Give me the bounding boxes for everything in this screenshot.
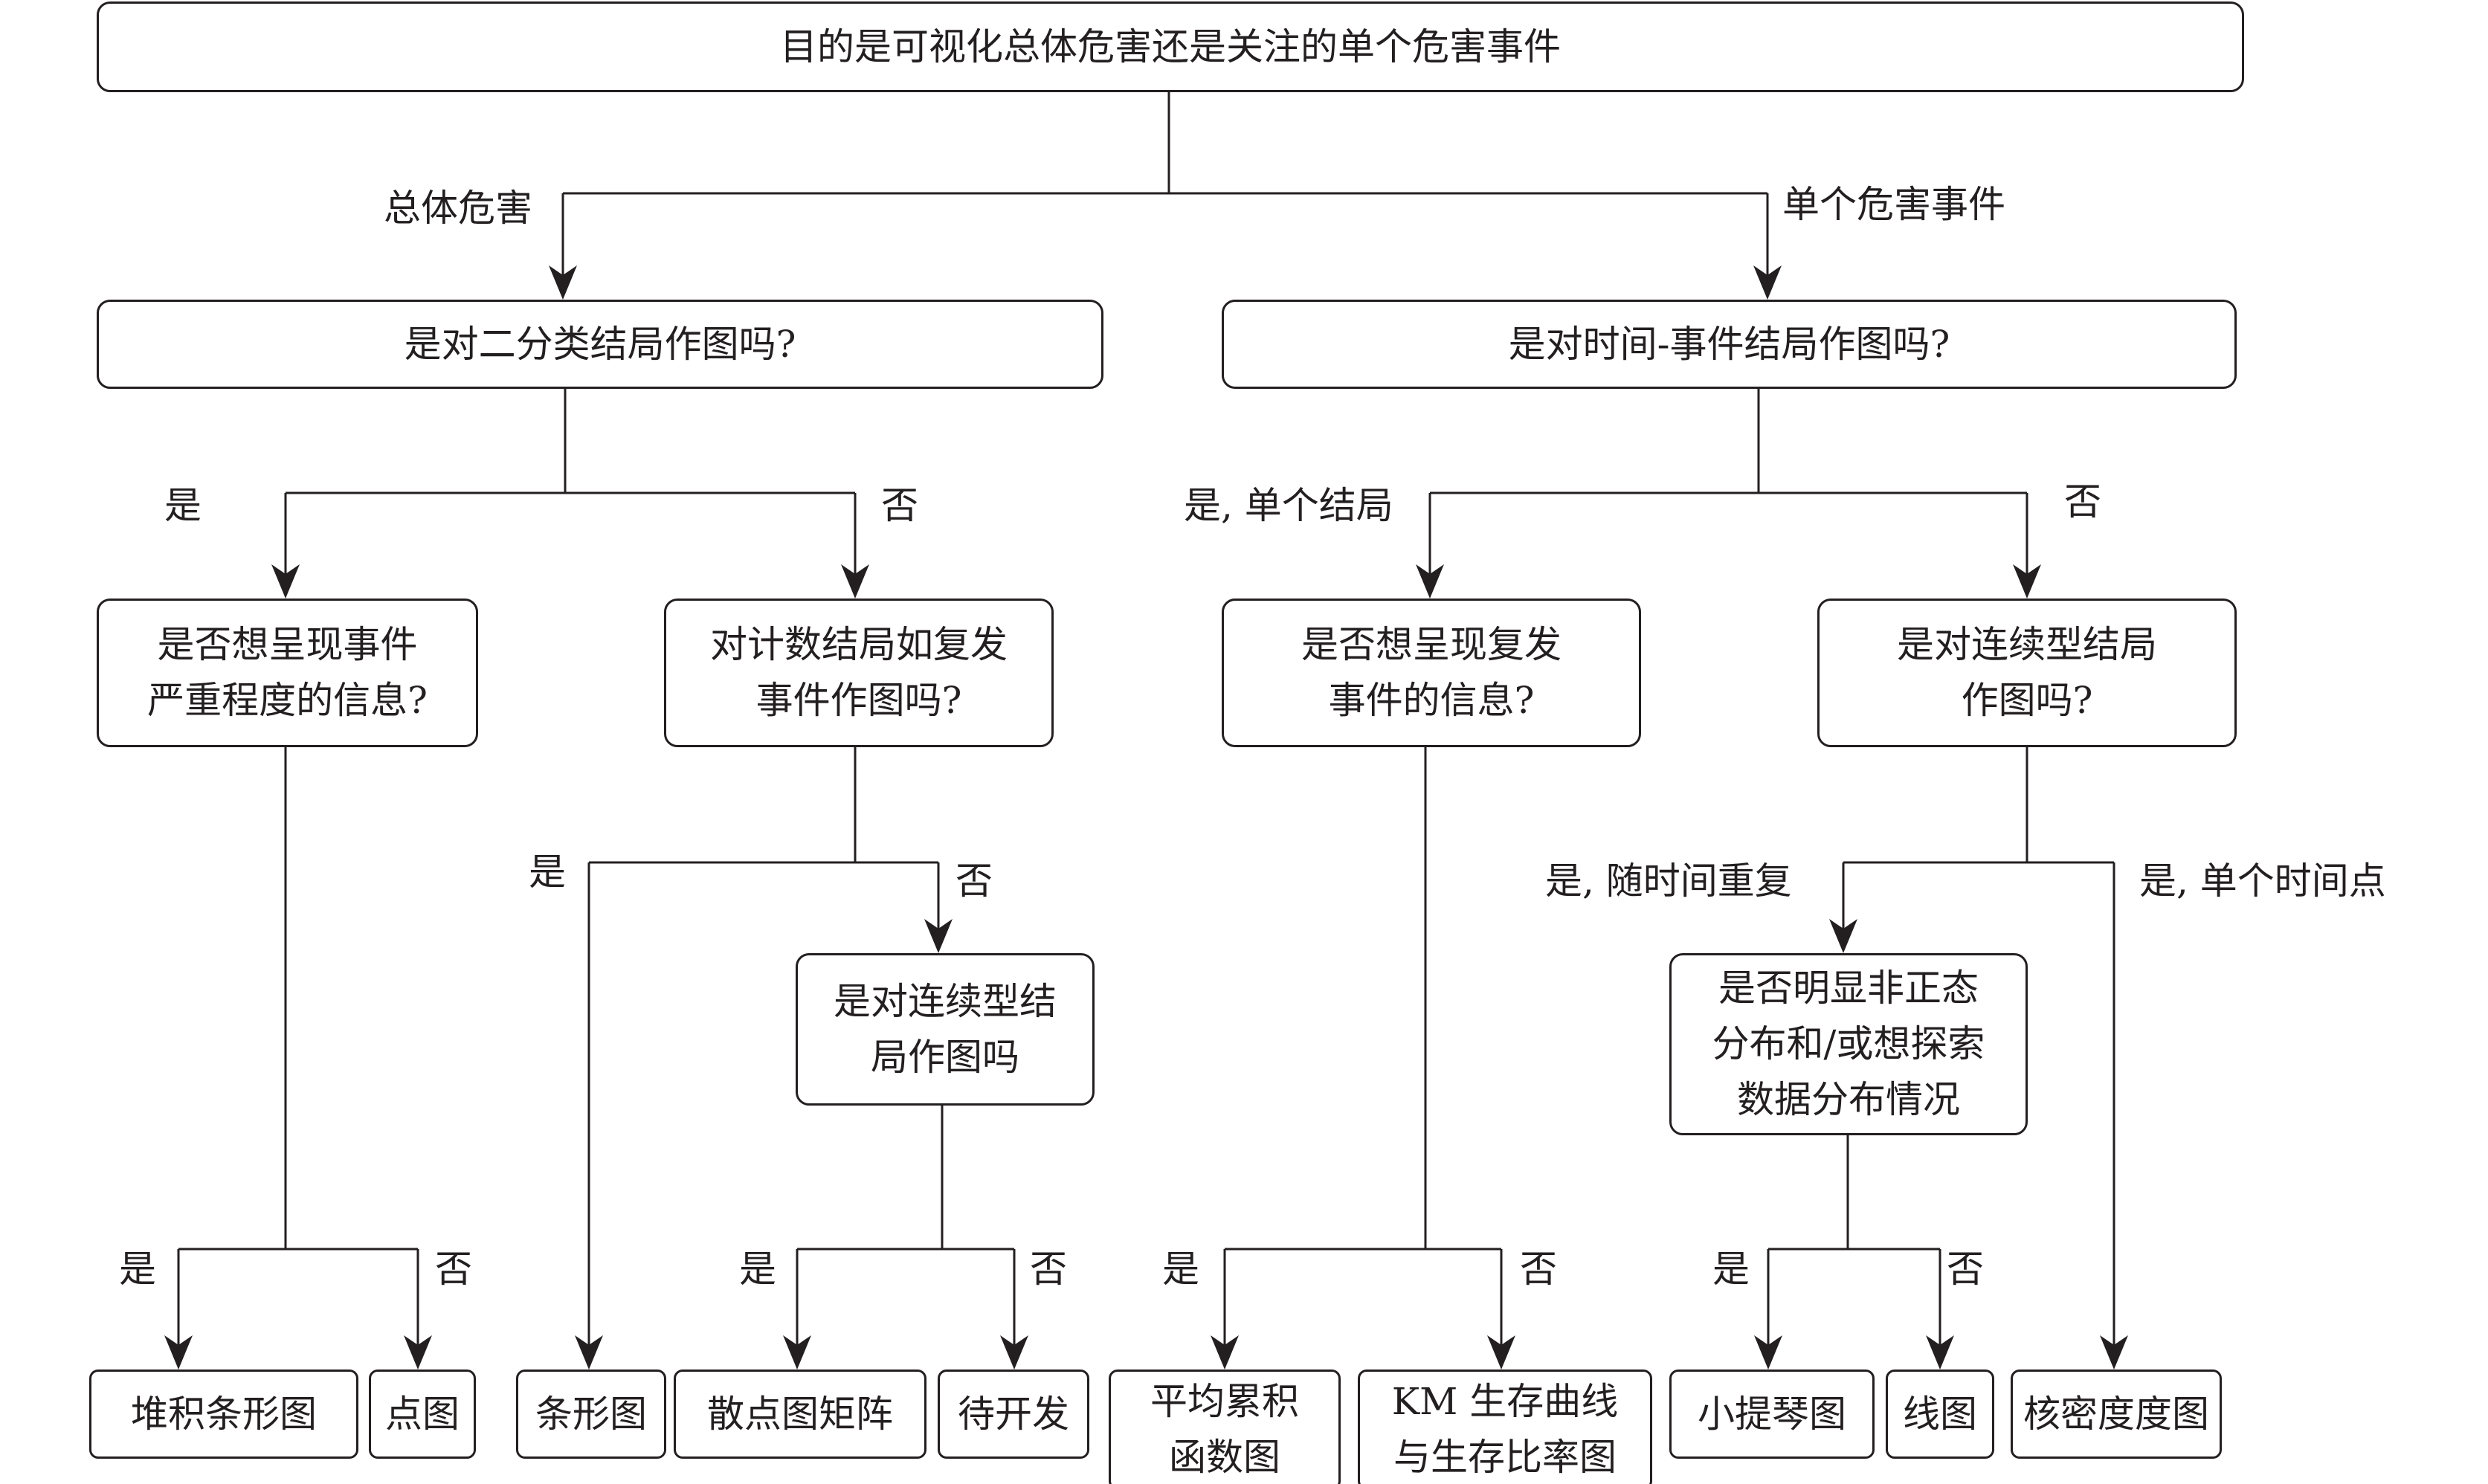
binary-outcome-question-text: 是对二分类结局作图吗? <box>404 322 796 366</box>
non-normal-distribution-question-box: 是否明显非正态 分布和/或想探索 数据分布情况 <box>1669 953 2028 1135</box>
leaf-dot-plot: 点图 <box>369 1370 476 1459</box>
leaf-stacked-bar-chart-text: 堆积条形图 <box>131 1392 317 1436</box>
leaf-bar-chart: 条形图 <box>516 1370 666 1459</box>
count-outcome-question-box: 对计数结局如复发 事件作图吗? <box>664 599 1054 747</box>
edge-label-binary-yes: 是 <box>164 484 202 527</box>
edge-label-severity-yes: 是 <box>119 1248 156 1291</box>
count-outcome-question-text: 对计数结局如复发 事件作图吗? <box>710 623 1008 722</box>
time-to-event-question-text: 是对时间-事件结局作图吗? <box>1508 322 1950 366</box>
arrow-to-tte-q <box>1753 265 1782 300</box>
arrow-to-bar-chart <box>575 1335 603 1370</box>
edge-label-continuous-left-no: 否 <box>1030 1248 1067 1291</box>
non-normal-distribution-question-text: 是否明显非正态 分布和/或想探索 数据分布情况 <box>1712 967 1985 1121</box>
arrow-to-density <box>2100 1335 2128 1370</box>
edge-label-count-no: 否 <box>955 859 993 903</box>
edge-label-overall-harm: 总体危害 <box>384 187 532 230</box>
leaf-scatter-plot-matrix-text: 散点图矩阵 <box>707 1392 893 1436</box>
binary-outcome-question-box: 是对二分类结局作图吗? <box>97 300 1103 389</box>
recurrent-event-question-box: 是否想呈现复发 事件的信息? <box>1222 599 1641 747</box>
edge-label-non-normal-no: 否 <box>1947 1248 1984 1291</box>
leaf-mean-cumulative-function-plot: 平均累积 函数图 <box>1109 1370 1341 1484</box>
edge-label-count-yes: 是 <box>529 851 566 894</box>
leaf-violin-plot-text: 小提琴图 <box>1698 1392 1846 1436</box>
time-to-event-question-box: 是对时间-事件结局作图吗? <box>1222 300 2237 389</box>
edge-label-continuous-yes-single-timepoint: 是, 单个时间点 <box>2139 859 2386 903</box>
arrow-to-continuous-q2 <box>924 919 953 953</box>
leaf-bar-chart-text: 条形图 <box>535 1392 647 1436</box>
arrow-to-recurrent-q <box>1416 564 1444 599</box>
arrow-to-km-curve <box>1487 1335 1515 1370</box>
arrow-to-violin <box>1754 1335 1782 1370</box>
continuous-outcome-question-box-left: 是对连续型结 局作图吗 <box>796 953 1095 1106</box>
leaf-line-plot: 线图 <box>1886 1370 1994 1459</box>
edge-label-continuous-yes-repeated: 是, 随时间重复 <box>1545 859 1792 903</box>
leaf-mean-cumulative-function-plot-text: 平均累积 函数图 <box>1150 1380 1299 1479</box>
arrow-to-stacked-bar <box>164 1335 193 1370</box>
arrow-to-count-q <box>841 564 869 599</box>
leaf-stacked-bar-chart: 堆积条形图 <box>89 1370 358 1459</box>
edge-label-severity-no: 否 <box>435 1248 472 1291</box>
leaf-km-survival-curve: KM 生存曲线 与生存比率图 <box>1358 1370 1652 1484</box>
leaf-to-be-developed-text: 待开发 <box>958 1392 1069 1436</box>
leaf-kernel-density-plot: 核密度度图 <box>2011 1370 2222 1459</box>
recurrent-event-question-text: 是否想呈现复发 事件的信息? <box>1301 623 1562 722</box>
arrow-to-severity-q <box>271 564 300 599</box>
root-question-box: 目的是可视化总体危害还是关注的单个危害事件 <box>97 1 2244 92</box>
severity-question-text: 是否想呈现事件 严重程度的信息? <box>147 623 428 722</box>
leaf-scatter-plot-matrix: 散点图矩阵 <box>674 1370 926 1459</box>
root-question-text: 目的是可视化总体危害还是关注的单个危害事件 <box>780 25 1561 68</box>
arrow-to-scatter-matrix <box>783 1335 811 1370</box>
leaf-km-survival-curve-text: KM 生存曲线 与生存比率图 <box>1391 1380 1619 1479</box>
leaf-violin-plot: 小提琴图 <box>1669 1370 1875 1459</box>
arrow-to-to-be-developed <box>1000 1335 1028 1370</box>
continuous-outcome-question-box-right: 是对连续型结局 作图吗? <box>1817 599 2237 747</box>
edge-label-single-harm-event: 单个危害事件 <box>1782 183 2005 226</box>
edge-label-tte-no: 否 <box>2064 480 2101 523</box>
arrow-to-continuous-q1 <box>2013 564 2041 599</box>
leaf-kernel-density-plot-text: 核密度度图 <box>2023 1392 2209 1436</box>
edge-label-recurrent-yes: 是 <box>1162 1248 1199 1291</box>
continuous-outcome-question-text-right: 是对连续型结局 作图吗? <box>1897 623 2157 722</box>
arrow-to-mean-cumulative <box>1211 1335 1239 1370</box>
arrow-to-binary-q <box>549 265 577 300</box>
continuous-outcome-question-text-left: 是对连续型结 局作图吗 <box>834 979 1057 1079</box>
arrow-to-non-normal-q <box>1829 919 1857 953</box>
arrow-to-line-plot <box>1926 1335 1954 1370</box>
severity-question-box: 是否想呈现事件 严重程度的信息? <box>97 599 478 747</box>
edge-label-non-normal-yes: 是 <box>1712 1248 1750 1291</box>
leaf-dot-plot-text: 点图 <box>385 1392 460 1436</box>
arrow-to-dot-plot <box>404 1335 432 1370</box>
edge-label-tte-yes-single-outcome: 是, 单个结局 <box>1184 484 1393 527</box>
edge-label-continuous-left-yes: 是 <box>739 1248 776 1291</box>
leaf-line-plot-text: 线图 <box>1903 1392 1977 1436</box>
leaf-to-be-developed: 待开发 <box>938 1370 1089 1459</box>
edge-label-binary-no: 否 <box>881 484 918 527</box>
edge-label-recurrent-no: 否 <box>1520 1248 1557 1291</box>
